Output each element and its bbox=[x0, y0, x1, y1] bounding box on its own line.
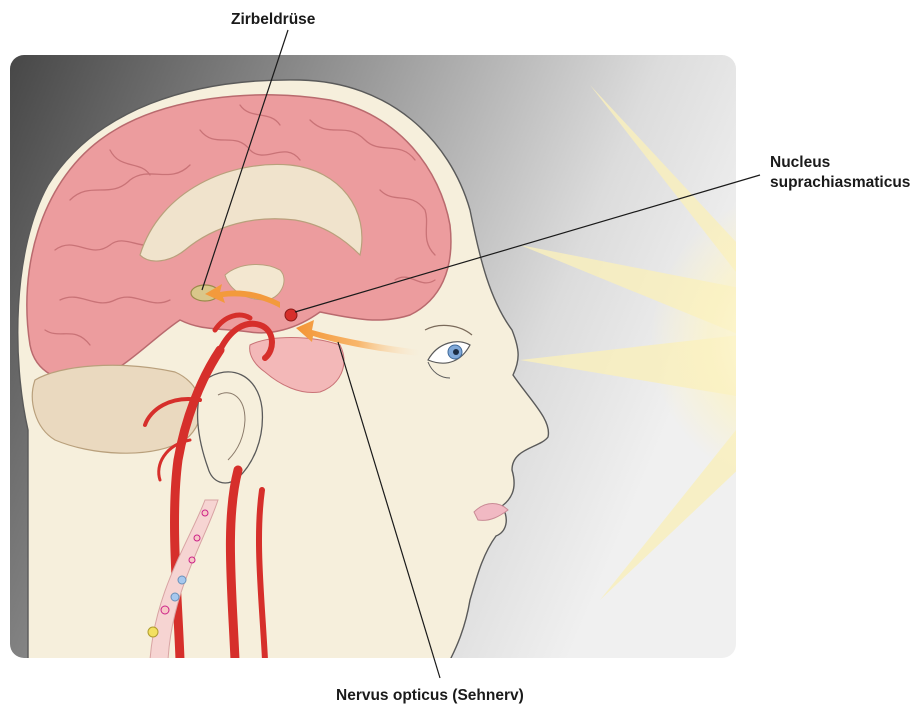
blood-cell bbox=[148, 627, 158, 637]
blood-cell bbox=[161, 606, 169, 614]
cerebellum bbox=[32, 365, 201, 453]
blood-cell bbox=[202, 510, 208, 516]
label-pineal-gland: Zirbeldrüse bbox=[231, 11, 316, 28]
blood-cell bbox=[178, 576, 186, 584]
blood-cell bbox=[171, 593, 179, 601]
label-scn-line1: Nucleus bbox=[770, 154, 830, 171]
label-scn-line2: suprachiasmaticus bbox=[770, 174, 910, 191]
blood-cell bbox=[194, 535, 200, 541]
suprachiasmatic-nucleus bbox=[285, 309, 297, 321]
label-optic-nerve: Nervus opticus (Sehnerv) bbox=[336, 687, 524, 704]
blood-cell bbox=[189, 557, 195, 563]
